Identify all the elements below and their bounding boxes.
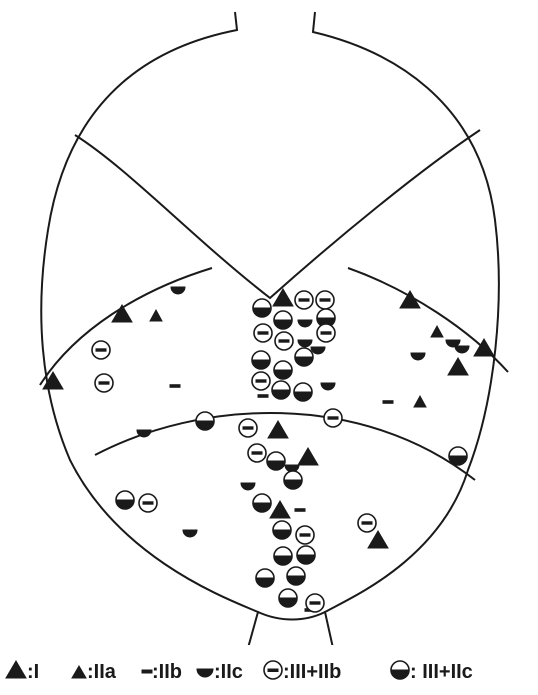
circle-dash-marker bbox=[306, 594, 324, 612]
half-bowl-marker bbox=[298, 320, 312, 327]
circle-dash-marker bbox=[139, 494, 157, 512]
circle-dash-marker bbox=[252, 372, 270, 390]
circle-half-marker bbox=[116, 491, 134, 509]
triangle-small-marker bbox=[414, 396, 426, 407]
legend-circle-dash-bar bbox=[268, 669, 278, 672]
half-bowl-marker bbox=[311, 347, 325, 354]
triangle-large-marker bbox=[298, 448, 318, 465]
legend-label-iii-iic: : III+IIc bbox=[410, 661, 473, 683]
circle-dash-marker bbox=[248, 444, 266, 462]
circle-half-marker bbox=[294, 383, 312, 401]
circle-half-marker bbox=[196, 412, 214, 430]
legend-item-iia: :IIa bbox=[72, 661, 117, 683]
legend-item-iii-iib: :III+IIb bbox=[264, 661, 341, 683]
circle-half-marker bbox=[253, 494, 271, 512]
circle-half-marker bbox=[284, 471, 302, 489]
legend-large-triangle-icon bbox=[6, 661, 26, 678]
bottom-neck-path bbox=[258, 612, 325, 620]
circle-half-marker bbox=[273, 521, 291, 539]
circle-dash-marker bbox=[92, 341, 110, 359]
lower-band-curve bbox=[95, 413, 475, 480]
circle-half-marker bbox=[274, 547, 292, 565]
legend-circle-half-fill bbox=[391, 670, 409, 679]
circle-dash-marker bbox=[295, 291, 313, 309]
dash-marker bbox=[258, 395, 268, 398]
triangle-small-marker bbox=[431, 326, 443, 337]
legend-half-bowl-icon bbox=[197, 669, 213, 677]
legend-label-iib: :IIb bbox=[152, 661, 182, 683]
circle-dash-marker bbox=[296, 526, 314, 544]
circle-dash-marker bbox=[324, 409, 342, 427]
legend-item-i: :I bbox=[6, 661, 39, 683]
circle-dash-marker bbox=[275, 332, 293, 350]
legend-item-iic: :IIc bbox=[197, 661, 243, 683]
circle-dash-marker bbox=[317, 324, 335, 342]
circle-half-marker bbox=[253, 299, 271, 317]
circle-dash-marker bbox=[358, 514, 376, 532]
circle-dash-marker bbox=[239, 419, 257, 437]
triangle-small-marker bbox=[150, 310, 162, 321]
circle-half-marker bbox=[279, 589, 297, 607]
legend-label-iic: :IIc bbox=[214, 661, 243, 683]
triangle-large-marker bbox=[448, 358, 468, 375]
legend-item-iii-iic: : III+IIc bbox=[391, 661, 473, 683]
dash-marker bbox=[295, 509, 305, 512]
legend-label-iia: :IIa bbox=[87, 661, 117, 683]
dash-marker bbox=[170, 385, 180, 388]
dash-marker bbox=[383, 401, 393, 404]
circle-half-marker bbox=[287, 567, 305, 585]
legend-small-triangle-icon bbox=[72, 666, 86, 678]
legend-label-iii-iib: :III+IIb bbox=[283, 661, 341, 683]
circle-half-marker bbox=[297, 546, 315, 564]
half-bowl-marker bbox=[411, 353, 425, 360]
circle-dash-marker bbox=[95, 374, 113, 392]
circle-half-marker bbox=[267, 452, 285, 470]
half-bowl-marker bbox=[171, 287, 185, 294]
circle-half-marker bbox=[274, 361, 292, 379]
upper-bowl-curve bbox=[75, 130, 480, 298]
triangle-large-marker bbox=[368, 531, 388, 548]
legend-dash-icon bbox=[142, 670, 152, 673]
triangle-large-marker bbox=[268, 421, 288, 438]
half-bowl-marker bbox=[298, 340, 312, 347]
circle-dash-marker bbox=[316, 291, 334, 309]
circle-half-marker bbox=[272, 381, 290, 399]
half-bowl-marker bbox=[455, 346, 469, 353]
circle-half-marker bbox=[274, 311, 292, 329]
half-bowl-marker bbox=[241, 483, 255, 490]
circle-half-marker bbox=[252, 351, 270, 369]
symbol-legend: :I :IIa :IIb :IIc :III+IIb : III+IIc bbox=[0, 645, 538, 695]
circle-half-marker bbox=[295, 348, 313, 366]
legend-label-i: :I bbox=[27, 661, 39, 683]
half-bowl-marker bbox=[183, 530, 197, 537]
circle-half-marker bbox=[256, 569, 274, 587]
triangle-large-marker bbox=[270, 501, 290, 518]
half-bowl-marker bbox=[321, 383, 335, 390]
triangle-large-marker bbox=[112, 305, 132, 322]
left-middle-curve bbox=[40, 268, 212, 385]
circle-dash-marker bbox=[254, 324, 272, 342]
circle-half-marker bbox=[449, 447, 467, 465]
legend-item-iib: :IIb bbox=[142, 661, 182, 683]
anatomical-region-diagram bbox=[0, 0, 538, 645]
